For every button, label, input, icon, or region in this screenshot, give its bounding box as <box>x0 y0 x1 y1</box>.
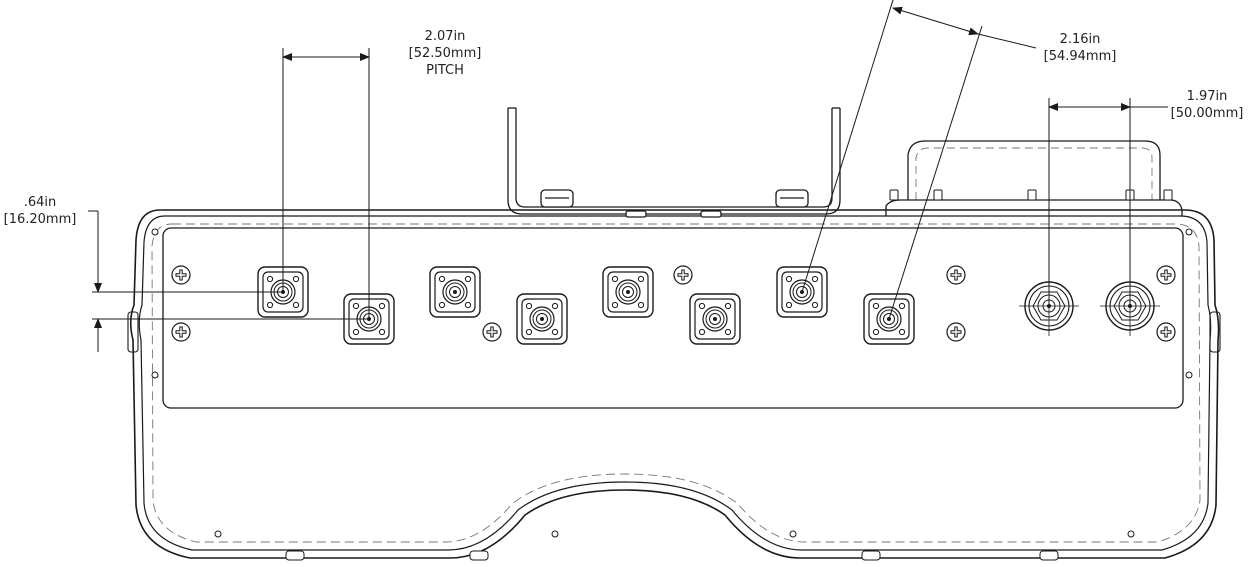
square-connectors <box>257 266 915 345</box>
connector-3 <box>429 266 481 318</box>
angled-imperial: 2.16in <box>1059 32 1101 47</box>
vertical-imperial: .64in <box>23 195 57 210</box>
pitch-imperial: 2.07in <box>424 29 466 44</box>
right-dimension-label: 1.97in 50.00mm <box>1164 88 1250 122</box>
pitch-metric: 52.50mm <box>395 45 495 62</box>
vertical-metric: 16.20mm <box>0 211 80 228</box>
round-connectors <box>1018 275 1161 337</box>
connector-4 <box>516 293 568 345</box>
right-metric: 50.00mm <box>1164 105 1250 122</box>
dimension-lines <box>88 0 1168 352</box>
connector-5 <box>602 266 654 318</box>
angled-dimension-label: 2.16in 54.94mm <box>1030 31 1130 65</box>
housing-outline <box>127 209 1221 559</box>
right-imperial: 1.97in <box>1186 89 1228 104</box>
mounting-bracket <box>507 107 841 218</box>
connector-plate <box>162 227 1184 409</box>
housing-bottom-tabs <box>151 228 1193 561</box>
pitch-dimension-label: 2.07in 52.50mm PITCH <box>395 28 495 79</box>
connector-6 <box>689 293 741 345</box>
angled-metric: 54.94mm <box>1030 48 1130 65</box>
pitch-note: PITCH <box>426 63 464 78</box>
vertical-dimension-label: .64in 16.20mm <box>0 194 80 228</box>
radome-cap <box>885 140 1183 216</box>
